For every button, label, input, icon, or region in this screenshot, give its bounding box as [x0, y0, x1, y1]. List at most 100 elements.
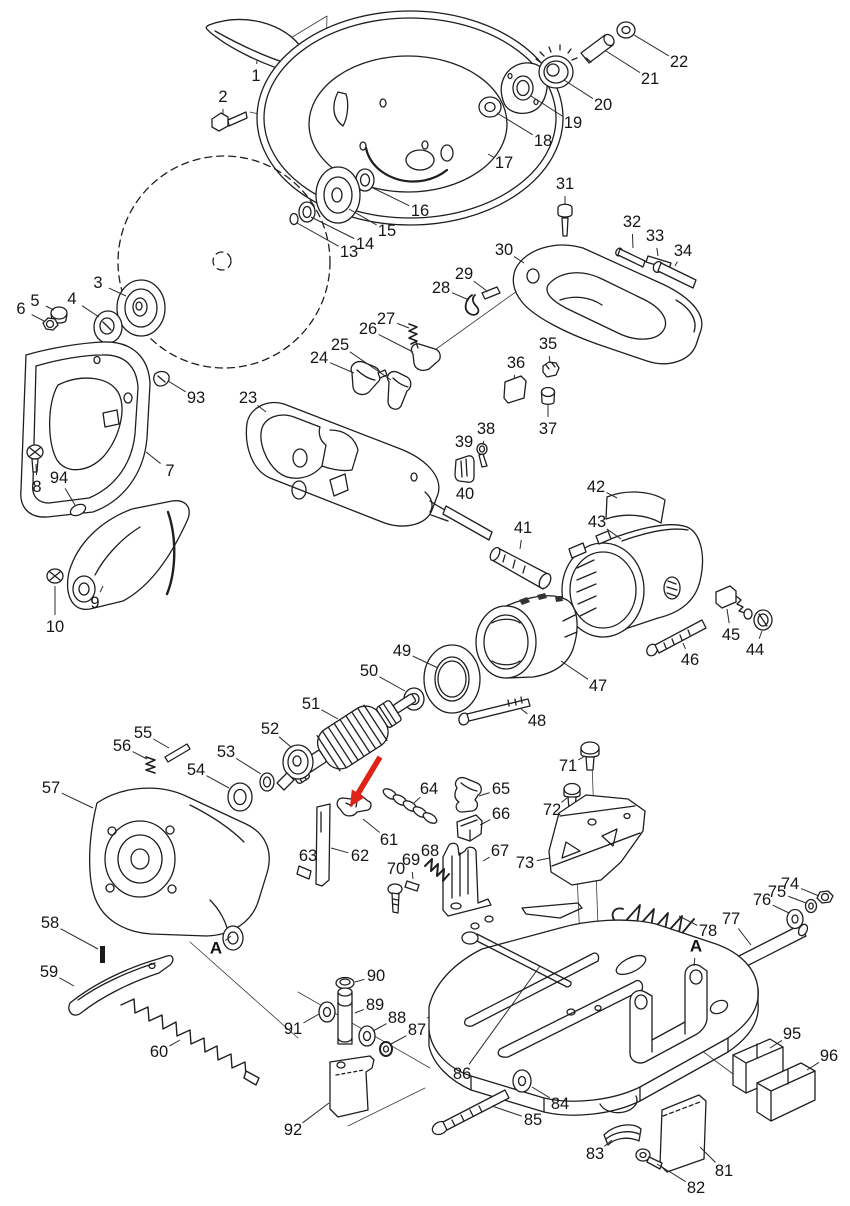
- leader-line-part-4: [81, 305, 100, 318]
- part-62-link-bar: [315, 803, 331, 887]
- part-label-20: 20: [594, 96, 612, 114]
- part-label-8: 8: [32, 478, 41, 496]
- leader-line-part-22: [633, 34, 669, 57]
- part-64-spring-link: [382, 788, 438, 824]
- leader-line-part-84: [531, 1086, 551, 1099]
- leader-line-part-43: [606, 528, 622, 540]
- part-label-81: 81: [715, 1162, 733, 1180]
- part-56-spring: [145, 756, 156, 774]
- part-46-bolt: [646, 619, 707, 657]
- part-label-17: 17: [495, 154, 513, 172]
- part-label-66: 66: [492, 805, 510, 823]
- leader-line-part-76: [772, 904, 790, 914]
- leader-line-part-88: [372, 1023, 387, 1032]
- leader-line-part-27: [396, 322, 410, 329]
- part-label-37: 37: [539, 420, 557, 438]
- part-label-91: 91: [284, 1020, 302, 1038]
- part-32-screw: [615, 247, 646, 268]
- part-55-pin: [164, 743, 191, 763]
- part-label-22: 22: [670, 53, 688, 71]
- part-label-62: 62: [351, 847, 369, 865]
- red-arrow-layer: [350, 755, 383, 807]
- part-71-bolt: [580, 741, 600, 771]
- part-78-spring: [611, 904, 695, 939]
- part-label-63: 63: [299, 847, 317, 865]
- leader-line-part-93: [167, 380, 187, 393]
- leader-line-part-6: [31, 314, 45, 322]
- leader-line-part-62: [330, 847, 349, 854]
- part-61-stopper-lever: [336, 793, 372, 817]
- part-89-hinge-pin: [337, 987, 353, 1045]
- leader-line-part-52: [278, 736, 292, 748]
- label-leader-lines: [31, 34, 820, 1183]
- part-92-bracket-plate: [329, 1055, 375, 1118]
- leader-line-part-64: [413, 796, 421, 804]
- part-4-flange: [93, 310, 123, 344]
- leader-line-part-61: [362, 818, 380, 833]
- part-label-40: 40: [456, 485, 474, 503]
- part-label-34: 34: [674, 242, 692, 260]
- part-30-rear-handle: [512, 244, 703, 365]
- leader-line-part-72: [561, 797, 568, 803]
- part-26-trigger: [410, 341, 441, 371]
- leader-line-part-26: [378, 334, 414, 353]
- part-90-ring: [335, 976, 355, 990]
- part-42-label-plate: [605, 491, 666, 524]
- part-label-78: 78: [699, 922, 717, 940]
- part-73-motor-bracket: [548, 794, 646, 886]
- part-43-motor-housing: [561, 524, 704, 638]
- part-label-82: 82: [687, 1179, 705, 1197]
- leader-line-part-89: [354, 1008, 365, 1014]
- part-label-48: 48: [528, 712, 546, 730]
- part-label-46: 46: [681, 651, 699, 669]
- part-label-5: 5: [30, 292, 39, 310]
- part-39-pin-holder: [454, 455, 475, 483]
- part-label-41: 41: [514, 519, 532, 537]
- part-label-23: 23: [239, 389, 257, 407]
- part-54-bearing: [227, 782, 253, 812]
- part-36-plate: [503, 375, 527, 404]
- leader-line-part-71: [578, 755, 586, 761]
- part-68-spring: [424, 858, 450, 882]
- part-label-42: 42: [587, 478, 605, 496]
- part-82-screw: [635, 1148, 663, 1170]
- part-76-flat-washer: [786, 908, 804, 930]
- part-65-stopper: [454, 776, 482, 813]
- part-label-10: 10: [46, 618, 64, 636]
- part-53-ring: [259, 772, 275, 792]
- leader-line-part-29: [473, 280, 488, 292]
- part-number-labels: 1234567891013141516171819202122232425262…: [16, 53, 838, 1197]
- part-label-59: 59: [40, 963, 58, 981]
- part-label-31: 31: [556, 175, 574, 193]
- part-23-front-handle: [245, 402, 440, 527]
- part-58-pin: [100, 946, 105, 963]
- leader-line-part-77: [737, 928, 752, 946]
- part-22-bearing: [616, 21, 636, 39]
- leader-line-view-A: [693, 957, 696, 967]
- part-84-washer: [512, 1069, 532, 1093]
- leader-line-part-74: [800, 888, 820, 897]
- leader-line-part-49: [412, 655, 439, 669]
- leader-line-part-82: [656, 1163, 687, 1183]
- part-label-74: 74: [781, 875, 799, 893]
- leader-line-part-3: [108, 287, 127, 297]
- part-70-bolt: [387, 883, 403, 914]
- part-label-69: 69: [402, 851, 420, 869]
- part-85-bolt: [431, 1089, 510, 1136]
- part-label-27: 27: [377, 310, 395, 328]
- part-label-95: 95: [783, 1025, 801, 1043]
- part-label-38: 38: [477, 420, 495, 438]
- part-label-90: 90: [367, 967, 385, 985]
- part-label-21: 21: [641, 70, 659, 88]
- leader-line-part-56: [132, 751, 148, 760]
- leader-line-part-96: [806, 1062, 820, 1071]
- part-label-26: 26: [359, 320, 377, 338]
- part-37-cap: [540, 386, 556, 405]
- part-label-30: 30: [495, 241, 513, 259]
- leader-line-part-17: [487, 153, 494, 158]
- part-66-holder: [456, 814, 483, 842]
- part-label-53: 53: [217, 743, 235, 761]
- leader-line-part-54: [206, 775, 230, 789]
- part-10-screw: [46, 568, 64, 584]
